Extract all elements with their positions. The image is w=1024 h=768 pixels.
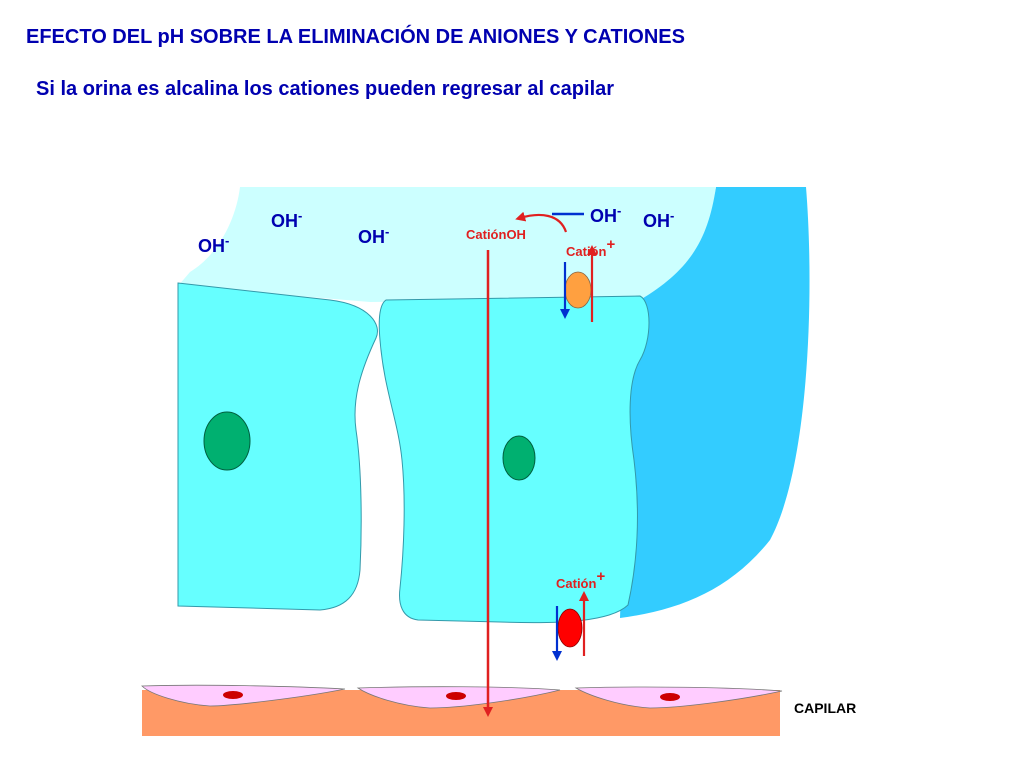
apical-transporter xyxy=(564,271,592,309)
slide-title: EFECTO DEL pH SOBRE LA ELIMINACIÓN DE AN… xyxy=(26,26,685,48)
tubule-wall xyxy=(620,187,810,618)
endothelial-cell xyxy=(141,684,346,707)
cation-label: Catión+ xyxy=(556,568,605,591)
endothelial-nucleus xyxy=(660,693,680,701)
endothelial-nucleus xyxy=(446,692,466,700)
oh-ion-label: OH- xyxy=(358,224,389,247)
curved-arrow xyxy=(515,211,568,233)
oh-ion-label: OH- xyxy=(198,233,229,256)
capillary-label: CAPILAR xyxy=(794,700,856,716)
oh-ion-label: OH- xyxy=(643,208,674,231)
basolateral-transporter xyxy=(557,608,583,648)
endothelial-nucleus xyxy=(223,691,243,699)
tubule-lumen xyxy=(178,187,716,302)
cation-label: Catión+ xyxy=(566,236,615,259)
epithelial-cell-left xyxy=(177,282,378,611)
oh-ion-label: OH- xyxy=(271,208,302,231)
nucleus-right xyxy=(502,435,536,481)
cation-oh-label: CatiónOH xyxy=(466,227,526,242)
nucleus-left xyxy=(203,411,251,471)
oh-ion-label: OH- xyxy=(590,203,621,226)
slide-subtitle: Si la orina es alcalina los cationes pue… xyxy=(36,78,615,100)
